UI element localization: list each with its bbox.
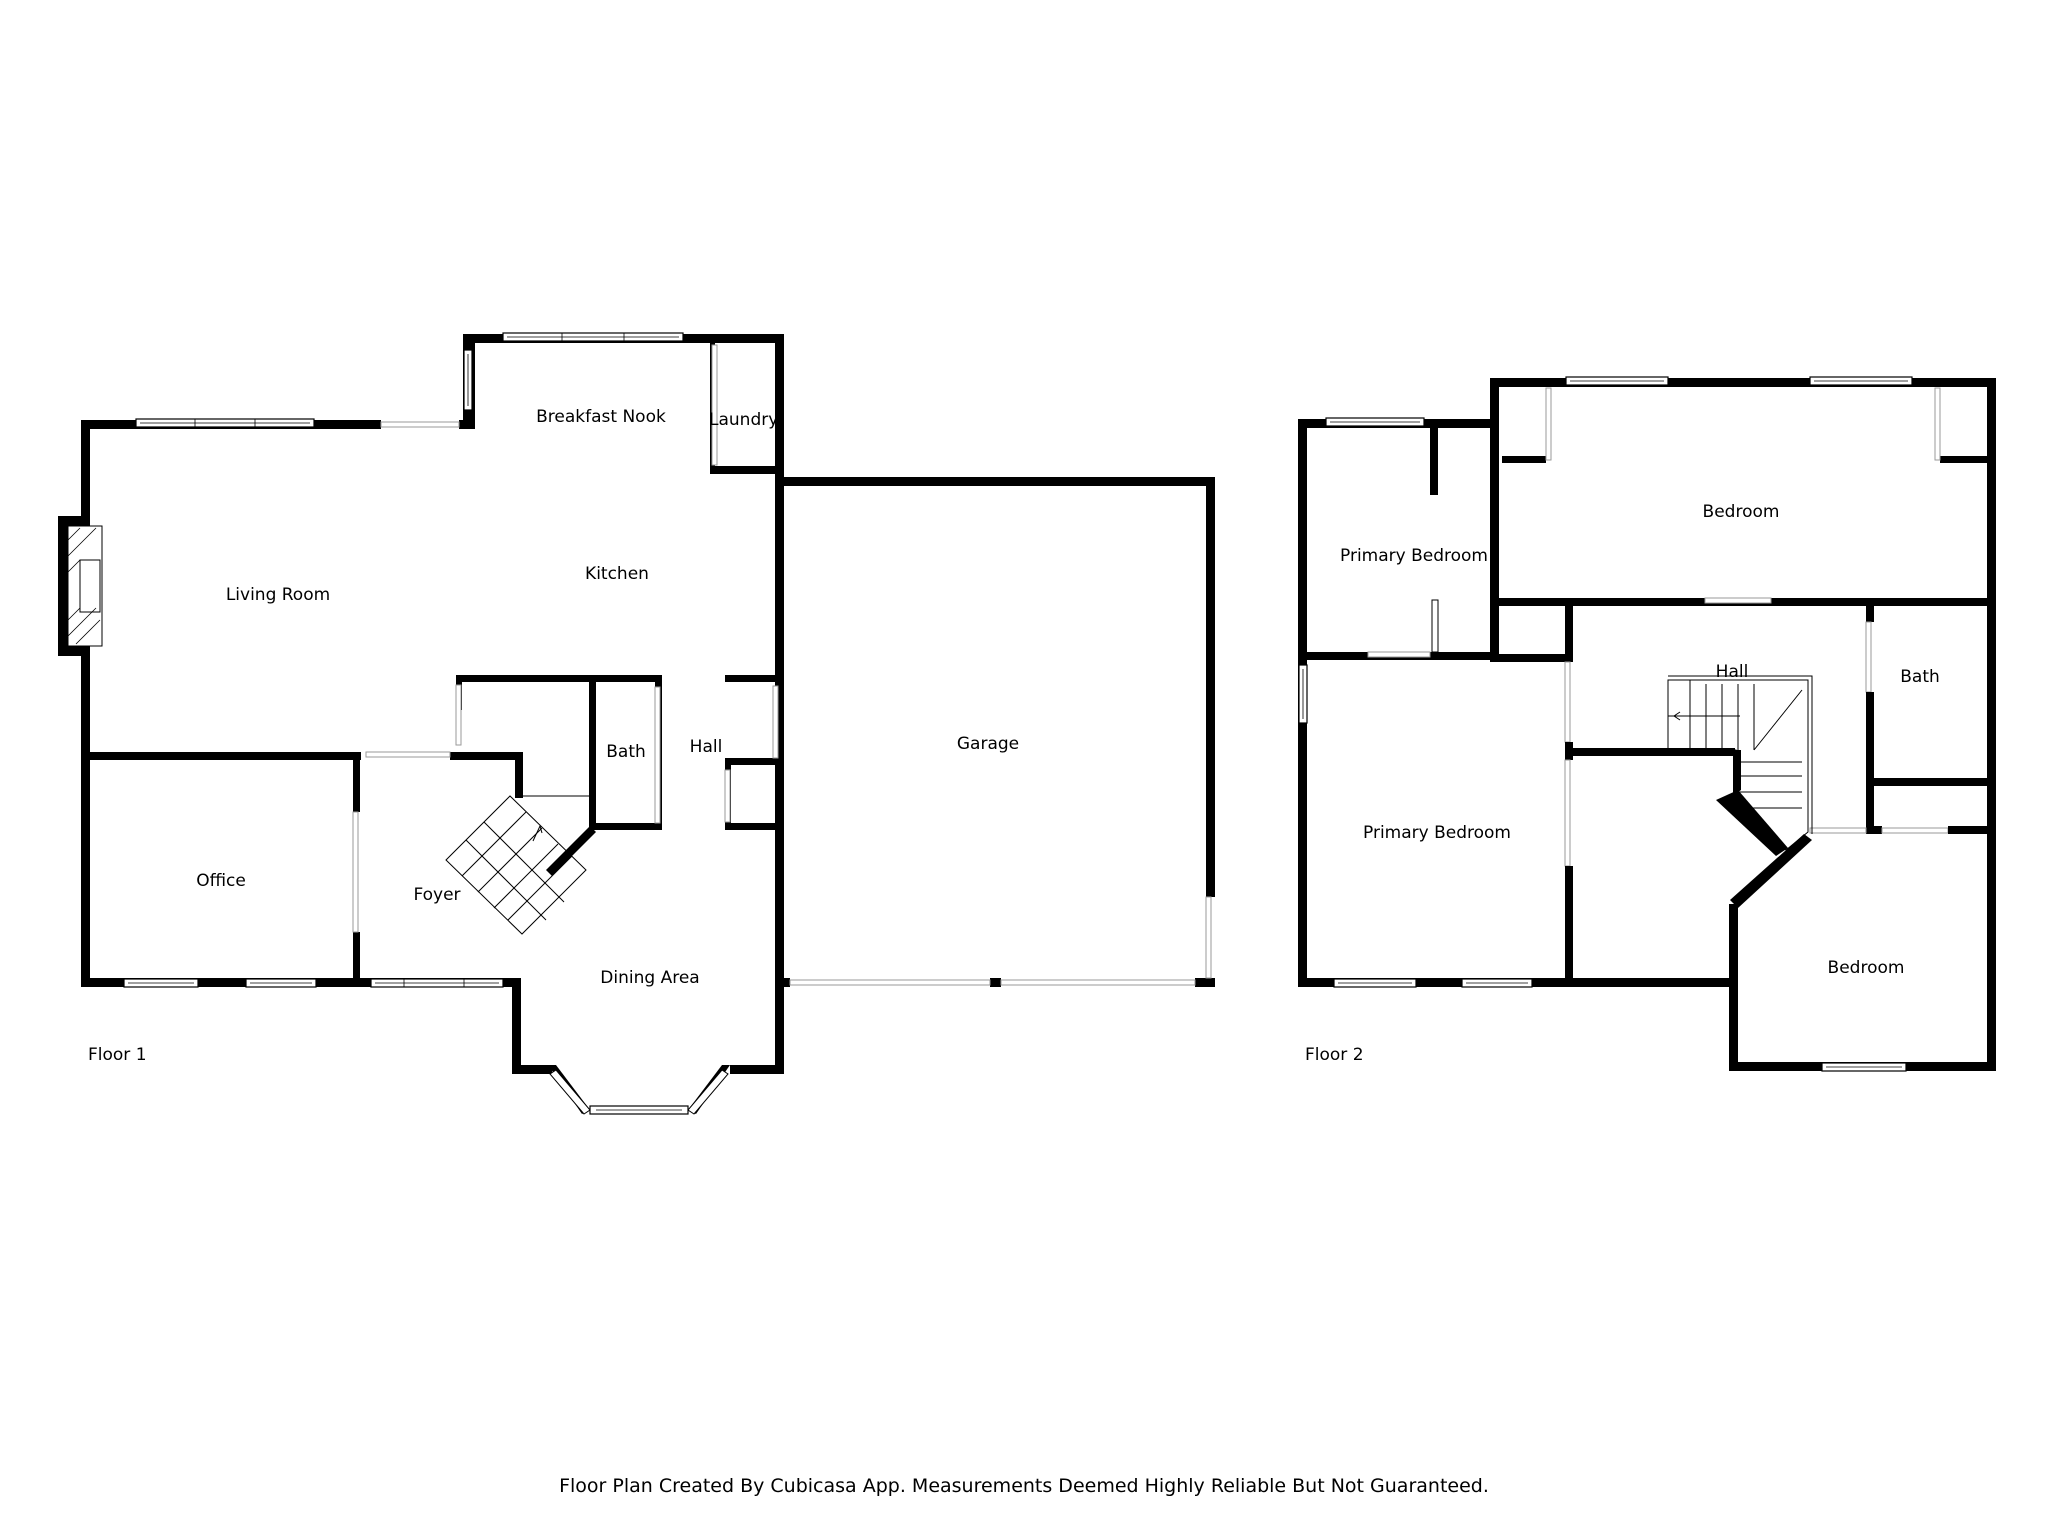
wall bbox=[512, 1065, 552, 1074]
room-label-bedroom-top: Bedroom bbox=[1703, 502, 1780, 522]
wall bbox=[725, 758, 784, 765]
wall bbox=[456, 675, 661, 682]
wall bbox=[1987, 378, 1996, 1071]
wall bbox=[1490, 378, 1499, 661]
room-label-primary-bedroom-upper: Primary Bedroom bbox=[1340, 546, 1488, 566]
opening bbox=[1934, 387, 1941, 461]
opening bbox=[654, 686, 661, 824]
opening bbox=[1545, 387, 1552, 461]
wall bbox=[775, 477, 1215, 486]
floor-1-plan: Breakfast Nook Laundry Living Room Kitch… bbox=[58, 332, 1215, 1115]
room-label-laundry: Laundry bbox=[709, 410, 778, 430]
opening bbox=[1809, 827, 1867, 834]
wall bbox=[1490, 378, 1996, 387]
wall bbox=[990, 978, 1001, 987]
opening bbox=[772, 685, 779, 759]
window bbox=[1821, 1062, 1907, 1072]
room-label-breakfast-nook: Breakfast Nook bbox=[536, 407, 666, 427]
opening bbox=[1367, 651, 1431, 658]
wall bbox=[1940, 456, 1990, 463]
floor-1-label: Floor 1 bbox=[88, 1045, 147, 1065]
wall bbox=[725, 675, 784, 682]
opening bbox=[455, 684, 462, 746]
window bbox=[245, 978, 317, 988]
wall bbox=[546, 826, 596, 876]
window bbox=[502, 332, 684, 342]
wall bbox=[775, 978, 790, 987]
window bbox=[1461, 978, 1533, 988]
wall bbox=[353, 752, 360, 812]
window bbox=[1809, 376, 1913, 386]
window bbox=[135, 418, 315, 428]
wall bbox=[730, 1065, 784, 1074]
opening bbox=[380, 421, 460, 428]
room-label-living-room: Living Room bbox=[226, 585, 330, 605]
window bbox=[1565, 376, 1669, 386]
wall bbox=[1195, 978, 1215, 987]
wall bbox=[1565, 748, 1735, 756]
room-label-bath: Bath bbox=[1900, 667, 1940, 687]
opening bbox=[365, 751, 451, 758]
room-label-kitchen: Kitchen bbox=[585, 564, 649, 584]
wall bbox=[512, 978, 521, 1073]
wall bbox=[81, 752, 361, 760]
wall bbox=[589, 823, 662, 830]
wall bbox=[710, 466, 784, 474]
wall bbox=[1430, 425, 1438, 495]
window bbox=[463, 349, 473, 411]
wall bbox=[1490, 654, 1570, 662]
wall bbox=[1730, 834, 1812, 908]
opening bbox=[352, 811, 359, 933]
opening bbox=[1564, 759, 1571, 867]
wall bbox=[775, 334, 784, 1074]
window bbox=[1333, 978, 1417, 988]
wall bbox=[1565, 600, 1573, 662]
window bbox=[1325, 417, 1425, 427]
floor-2-plan: Primary Bedroom Bedroom Hall Bath Primar… bbox=[1298, 376, 1996, 1072]
garage-door bbox=[1000, 979, 1196, 986]
wall bbox=[1716, 790, 1788, 856]
window bbox=[1298, 664, 1308, 724]
opening bbox=[1564, 661, 1571, 743]
room-label-hall: Hall bbox=[690, 737, 723, 757]
room-label-bath: Bath bbox=[606, 742, 646, 762]
room-label-office: Office bbox=[196, 871, 246, 891]
opening bbox=[1704, 597, 1772, 604]
room-label-garage: Garage bbox=[957, 734, 1019, 754]
room-label-bedroom-bottom: Bedroom bbox=[1828, 958, 1905, 978]
wall bbox=[1866, 826, 1882, 834]
opening bbox=[711, 344, 718, 466]
room-label-dining-area: Dining Area bbox=[600, 968, 699, 988]
footer-disclaimer: Floor Plan Created By Cubicasa App. Meas… bbox=[559, 1475, 1489, 1497]
wall bbox=[1206, 477, 1215, 897]
wall bbox=[1729, 904, 1738, 1071]
wall bbox=[81, 420, 90, 986]
wall bbox=[1733, 750, 1741, 796]
opening bbox=[1881, 827, 1949, 834]
window bbox=[370, 978, 504, 988]
room-label-foyer: Foyer bbox=[413, 885, 460, 905]
room-label-primary-bedroom-lower: Primary Bedroom bbox=[1363, 823, 1511, 843]
staircase bbox=[1667, 675, 1813, 851]
wall bbox=[725, 823, 784, 830]
garage-door bbox=[789, 979, 991, 986]
wall bbox=[589, 675, 596, 830]
wall bbox=[1866, 598, 1874, 622]
opening bbox=[1205, 896, 1212, 979]
opening bbox=[724, 769, 731, 823]
wall bbox=[1948, 826, 1996, 834]
window bbox=[123, 978, 199, 988]
staircase bbox=[445, 795, 589, 935]
wall bbox=[1565, 866, 1573, 986]
wall bbox=[515, 752, 523, 798]
wall bbox=[1866, 778, 1996, 786]
wall bbox=[1502, 456, 1546, 463]
opening bbox=[1865, 621, 1872, 693]
wall bbox=[353, 932, 360, 987]
wall bbox=[450, 752, 520, 760]
floor-2-label: Floor 2 bbox=[1305, 1045, 1364, 1065]
room-label-hall: Hall bbox=[1716, 662, 1749, 682]
wall bbox=[1866, 692, 1874, 834]
